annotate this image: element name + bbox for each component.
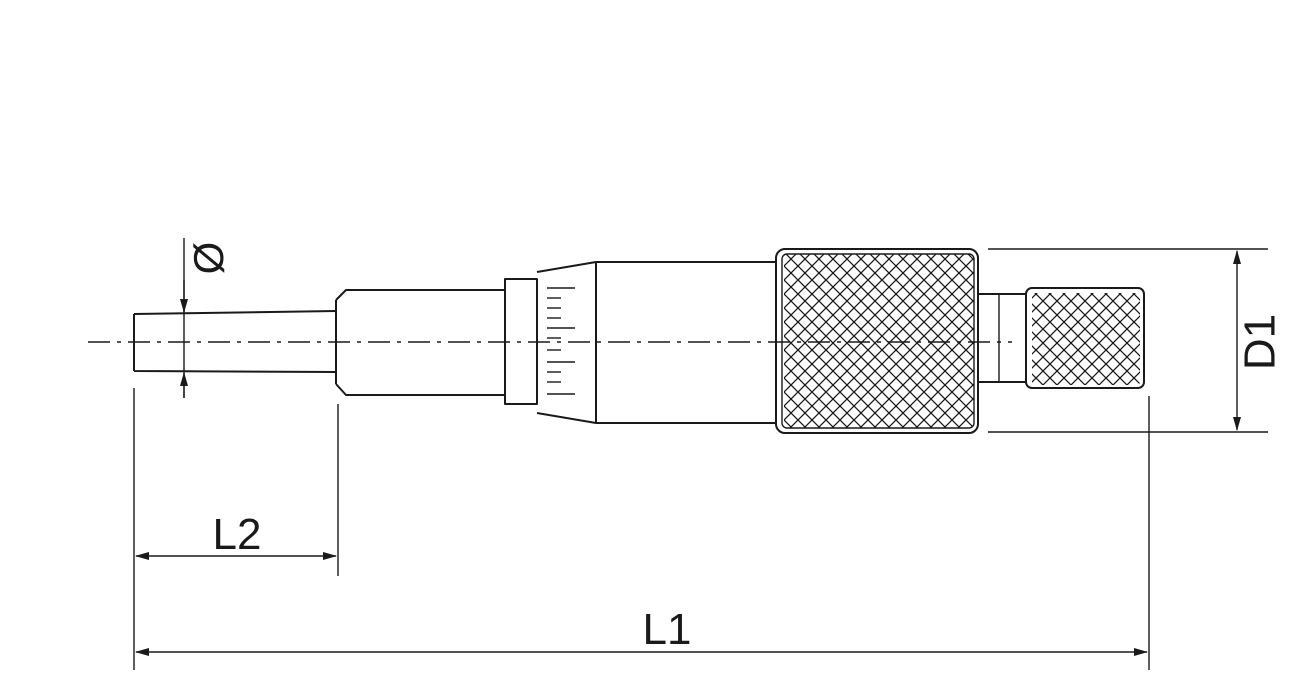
ratchet-neck (977, 293, 1027, 383)
d1-dimension (988, 248, 1268, 433)
l2-label: L2 (213, 510, 262, 559)
l1-dimension (135, 396, 1150, 670)
ratchet-knob (1025, 287, 1145, 389)
knurled-knob (775, 248, 979, 434)
diameter-label: Ø (185, 242, 232, 275)
thimble-scale-ticks (547, 287, 575, 395)
d1-label: D1 (1236, 314, 1285, 370)
l2-dimension (133, 388, 339, 670)
l1-label: L1 (643, 605, 692, 654)
